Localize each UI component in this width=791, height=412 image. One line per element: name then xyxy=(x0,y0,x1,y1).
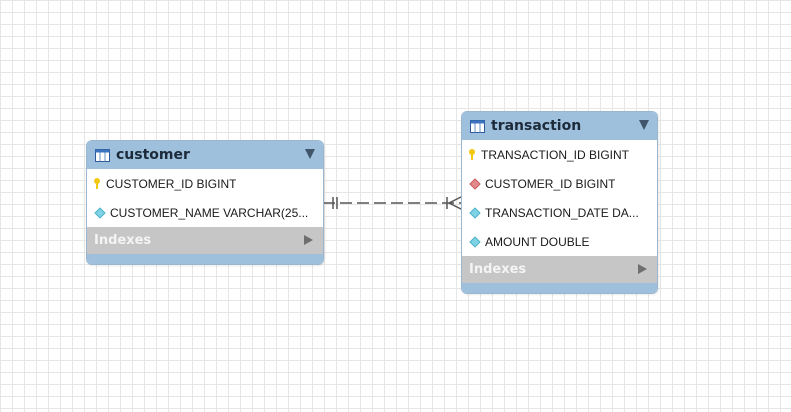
primary-key-icon xyxy=(94,177,100,189)
column-row[interactable]: CUSTOMER_ID BIGINT xyxy=(462,169,657,198)
column-label: TRANSACTION_DATE DA... xyxy=(485,205,639,220)
column-row[interactable]: CUSTOMER_NAME VARCHAR(25... xyxy=(87,198,323,227)
expand-arrow-icon[interactable] xyxy=(304,235,313,245)
collapse-arrow-icon[interactable] xyxy=(305,149,315,159)
transaction-entity[interactable]: transaction TRANSACTION_ID BIGINT CUSTOM… xyxy=(461,111,658,294)
column-label: CUSTOMER_ID BIGINT xyxy=(106,176,237,191)
entity-footer xyxy=(462,283,657,293)
entity-title: customer xyxy=(116,147,190,163)
column-row[interactable]: CUSTOMER_ID BIGINT xyxy=(87,169,323,198)
entity-footer xyxy=(87,254,323,264)
foreign-key-diamond-icon xyxy=(469,177,481,190)
customer-entity-header[interactable]: customer xyxy=(87,141,323,169)
indexes-label: Indexes xyxy=(94,233,152,248)
collapse-arrow-icon[interactable] xyxy=(639,120,649,130)
column-label: AMOUNT DOUBLE xyxy=(485,234,590,249)
indexes-label: Indexes xyxy=(469,262,527,277)
customer-entity[interactable]: customer CUSTOMER_ID BIGINT CUSTOMER_NAM… xyxy=(86,140,324,265)
transaction-entity-header[interactable]: transaction xyxy=(462,112,657,140)
column-row[interactable]: TRANSACTION_ID BIGINT xyxy=(462,140,657,169)
crows-foot-lower xyxy=(448,202,464,211)
crows-foot-upper xyxy=(448,195,464,204)
table-icon xyxy=(470,119,485,133)
attribute-diamond-icon xyxy=(94,206,106,219)
expand-arrow-icon[interactable] xyxy=(638,264,647,274)
column-label: TRANSACTION_ID BIGINT xyxy=(481,147,630,162)
column-row[interactable]: AMOUNT DOUBLE xyxy=(462,227,657,256)
primary-key-icon xyxy=(469,148,475,160)
attribute-diamond-icon xyxy=(469,235,481,248)
column-label: CUSTOMER_ID BIGINT xyxy=(485,176,616,191)
column-row[interactable]: TRANSACTION_DATE DA... xyxy=(462,198,657,227)
entity-title: transaction xyxy=(491,118,582,134)
indexes-section[interactable]: Indexes xyxy=(87,227,323,254)
indexes-section[interactable]: Indexes xyxy=(462,256,657,283)
column-label: CUSTOMER_NAME VARCHAR(25... xyxy=(110,205,309,220)
attribute-diamond-icon xyxy=(469,206,481,219)
table-icon xyxy=(95,148,110,162)
